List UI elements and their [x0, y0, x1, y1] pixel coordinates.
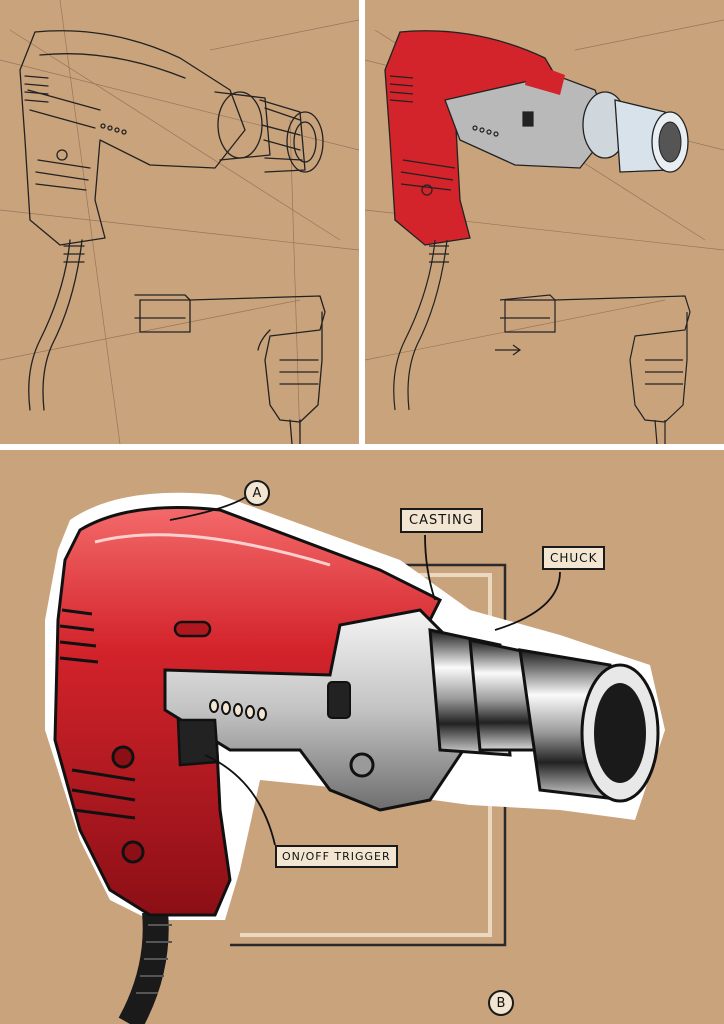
sketch-color-blocking-panel — [365, 0, 724, 444]
marker-a-badge: A — [244, 480, 270, 506]
marker-b-badge: B — [488, 990, 514, 1016]
chuck-label: CHUCK — [542, 546, 606, 570]
casting-label: CASTING — [400, 508, 483, 533]
color-blocked-drill-illustration — [365, 0, 724, 444]
on-off-trigger-label: ON/OFF TRIGGER — [275, 845, 398, 868]
linework-drill-illustration — [0, 0, 359, 444]
rendered-drill-panel — [0, 450, 724, 1024]
sketch-linework-panel — [0, 0, 359, 444]
rendered-drill-illustration — [0, 450, 724, 1024]
